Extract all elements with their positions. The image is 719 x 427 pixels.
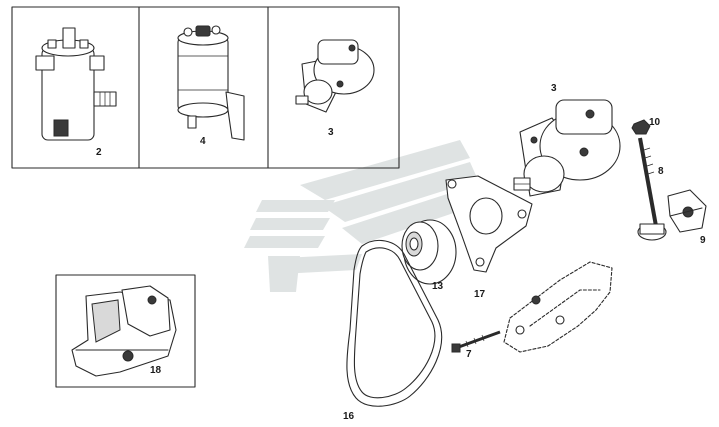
- label-part-2: 2: [96, 147, 102, 158]
- part-9-clamp: [667, 189, 707, 233]
- label-part-17: 17: [474, 289, 486, 300]
- part-4-reservoir: [177, 25, 245, 141]
- inset-box-top: [11, 6, 400, 169]
- label-part-4: 4: [200, 136, 206, 147]
- label-part-7: 7: [466, 349, 472, 360]
- label-part-13: 13: [432, 281, 444, 292]
- engine-mount-dashed: [503, 261, 613, 353]
- label-part-3-main: 3: [551, 83, 557, 94]
- part-8-bolt: [637, 137, 667, 241]
- label-part-16: 16: [343, 411, 355, 422]
- label-part-8: 8: [658, 166, 664, 177]
- part-2-valve-body: [35, 27, 117, 141]
- part-7-screw: [451, 330, 501, 353]
- part-13-pulley: [401, 219, 457, 285]
- label-part-3-inset: 3: [328, 127, 334, 138]
- label-part-18: 18: [150, 365, 162, 376]
- label-part-10: 10: [649, 117, 661, 128]
- part-17-bracket: [445, 175, 533, 273]
- part-16-belt: [346, 239, 443, 407]
- inset-box-18: [55, 274, 196, 388]
- part-10-nut: [631, 119, 651, 135]
- part-3-pump-inset: [295, 39, 375, 113]
- label-part-9: 9: [700, 235, 706, 246]
- part-3-pump-main: [513, 99, 621, 197]
- watermark-logo-icon: [244, 140, 486, 292]
